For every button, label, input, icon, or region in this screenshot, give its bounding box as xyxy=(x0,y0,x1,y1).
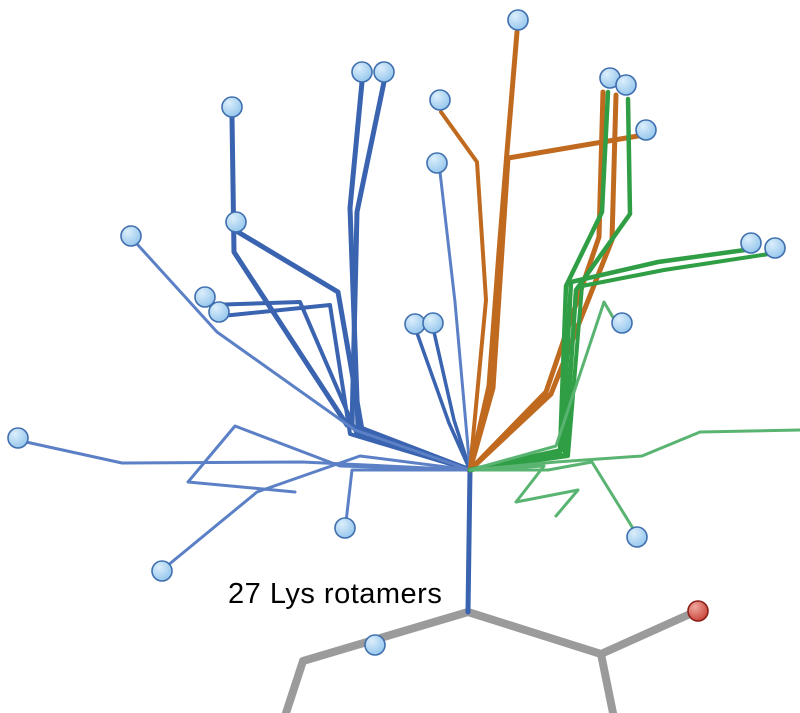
nitrogen-atom-sphere[interactable] xyxy=(364,634,386,656)
nitrogen-atom-sphere[interactable] xyxy=(611,312,633,334)
nitrogen-atom-sphere[interactable] xyxy=(373,61,395,83)
rotamer-bond-chain-blue_light[interactable] xyxy=(135,242,472,472)
rotamer-bond-chain-blue_light[interactable] xyxy=(438,170,472,472)
nitrogen-atom-sphere[interactable] xyxy=(7,427,29,449)
rotamer-bond-chain-green[interactable] xyxy=(467,89,611,473)
rotamer-bond-chain-orange[interactable] xyxy=(439,110,488,472)
rotamer-bond-chain-orange[interactable] xyxy=(467,92,619,473)
nitrogen-atom-sphere[interactable] xyxy=(120,225,142,247)
rotamer-count-label: 27 Lys rotamers xyxy=(228,578,443,610)
nitrogen-atom-sphere[interactable] xyxy=(208,301,230,323)
rotamer-bond-chain-blue[interactable] xyxy=(465,467,473,615)
rotamer-bond-chain-blue[interactable] xyxy=(220,303,472,472)
rotamer-bond-chain-green_light[interactable] xyxy=(468,464,580,518)
backbone-bond[interactable] xyxy=(282,608,617,713)
rotamer-bond-chain-green_light[interactable] xyxy=(468,300,623,472)
nitrogen-atom-sphere[interactable] xyxy=(635,119,657,141)
rotamer-bond-chain-green_light[interactable] xyxy=(468,460,636,532)
nitrogen-atom-sphere[interactable] xyxy=(764,237,786,259)
nitrogen-atom-sphere[interactable] xyxy=(221,96,243,118)
nitrogen-atom-sphere[interactable] xyxy=(334,517,356,539)
rotamer-bond-chain-green_light[interactable] xyxy=(468,428,800,472)
nitrogen-atom-sphere[interactable] xyxy=(429,89,451,111)
nitrogen-atom-sphere[interactable] xyxy=(225,211,247,233)
rotamer-bond-chain-green[interactable] xyxy=(467,247,748,473)
nitrogen-atom-sphere[interactable] xyxy=(615,74,637,96)
rotamer-bond-chain-blue_light[interactable] xyxy=(165,454,472,568)
rotamer-bond-chain-blue[interactable] xyxy=(432,330,472,472)
rotamer-bond-chain-blue[interactable] xyxy=(415,331,472,472)
nitrogen-atom-sphere[interactable] xyxy=(426,152,448,174)
nitrogen-atom-sphere[interactable] xyxy=(626,526,648,548)
rotamer-bond-chain-orange[interactable] xyxy=(467,29,520,473)
rotamer-bond-chain-blue_light[interactable] xyxy=(344,468,472,524)
nitrogen-atom-sphere[interactable] xyxy=(404,313,426,335)
nitrogen-atom-sphere[interactable] xyxy=(422,312,444,334)
rotamer-bond-chain-green[interactable] xyxy=(468,252,771,472)
nitrogen-atom-sphere[interactable] xyxy=(507,9,529,31)
nitrogen-atom-sphere[interactable] xyxy=(740,232,762,254)
nitrogen-atom-sphere[interactable] xyxy=(151,560,173,582)
rotamer-bond-chain-orange[interactable] xyxy=(467,133,641,473)
nitrogen-atom-sphere[interactable] xyxy=(194,286,216,308)
rotamer-bond-chain-blue_light[interactable] xyxy=(186,424,472,494)
backbone-bond[interactable] xyxy=(597,610,694,658)
oxygen-atom-sphere[interactable] xyxy=(687,600,709,622)
nitrogen-atom-sphere[interactable] xyxy=(351,61,373,83)
